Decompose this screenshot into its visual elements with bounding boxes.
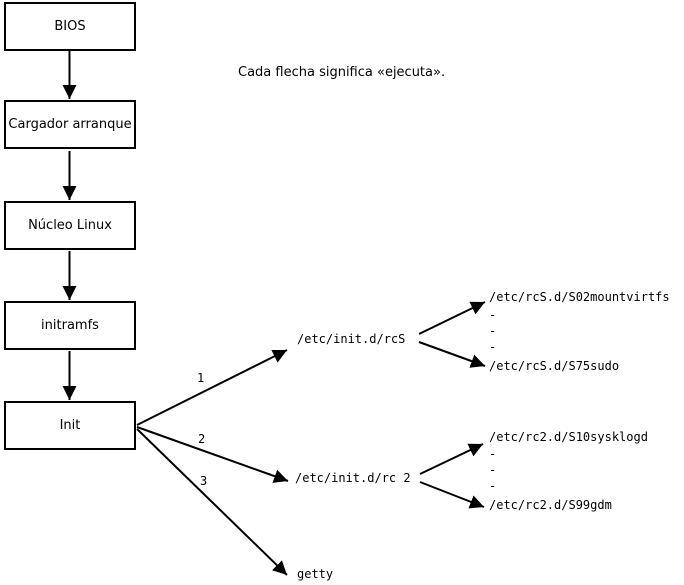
- ellipsis-dash: -: [489, 324, 497, 338]
- legend-note: Cada flecha significa «ejecuta».: [238, 65, 446, 80]
- arrow-rcS-to-first-script: [418, 301, 486, 335]
- arrow-number-2: 2: [198, 432, 206, 446]
- box-initramfs: initramfs: [4, 301, 136, 350]
- script-s99gdm: /etc/rc2.d/S99gdm: [489, 498, 612, 512]
- arrow-number-1: 1: [197, 371, 205, 385]
- ellipsis-dash: -: [489, 479, 497, 493]
- box-nucleo-linux: Núcleo Linux: [4, 201, 136, 250]
- box-cargador-arranque: Cargador arranque: [4, 100, 136, 149]
- script-s10sysklogd: /etc/rc2.d/S10sysklogd: [489, 430, 648, 444]
- arrow-init-to-getty: [136, 428, 288, 576]
- ellipsis-dash: -: [489, 447, 497, 461]
- arrow-rcS-to-last-script: [418, 341, 486, 368]
- arrow-init-to-rcS: [136, 349, 288, 426]
- target-getty: getty: [297, 567, 334, 581]
- target-init-d-rcS: /etc/init.d/rcS: [297, 332, 406, 346]
- arrow-rc2-to-last-script: [419, 481, 485, 509]
- arrow-init-to-rc2: [136, 426, 289, 483]
- box-bios-label: BIOS: [54, 19, 86, 34]
- box-initramfs-label: initramfs: [41, 318, 99, 333]
- arrow-number-3: 3: [200, 474, 208, 488]
- box-cargador-arranque-label: Cargador arranque: [8, 117, 132, 132]
- ellipsis-dash: -: [489, 340, 497, 354]
- arrow-rc2-to-first-script: [419, 443, 484, 475]
- box-bios: BIOS: [4, 2, 136, 51]
- ellipsis-dash: -: [489, 463, 497, 477]
- box-nucleo-linux-label: Núcleo Linux: [28, 218, 112, 233]
- script-s75sudo: /etc/rcS.d/S75sudo: [489, 359, 620, 373]
- box-init: Init: [4, 401, 136, 450]
- ellipsis-dash: -: [489, 308, 497, 322]
- target-init-d-rc2: /etc/init.d/rc 2: [295, 471, 411, 485]
- box-init-label: Init: [59, 418, 81, 433]
- script-s02mountvirtfs: /etc/rcS.d/S02mountvirtfs: [489, 290, 670, 304]
